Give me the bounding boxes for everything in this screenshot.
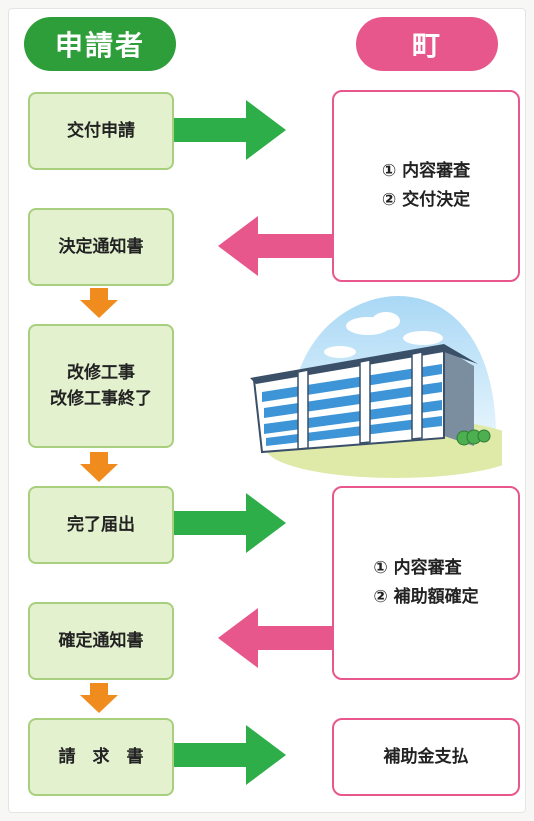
town-subsidy-payment: 補助金支払: [332, 718, 520, 796]
town-review-amount-confirmation: ① 内容審査 ② 補助額確定: [332, 486, 520, 680]
right-arrow-3: [174, 725, 286, 785]
left-arrow-1: [218, 216, 334, 276]
right-arrow-2: [174, 493, 286, 553]
down-arrow-2: [80, 452, 118, 482]
town-header: 町: [356, 17, 498, 71]
step-invoice: 請 求 書: [28, 718, 174, 796]
down-arrow-3: [80, 683, 118, 713]
step-renovation-work: 改修工事 改修工事終了: [28, 324, 174, 448]
right-arrow-1: [174, 100, 286, 160]
step-grant-application: 交付申請: [28, 92, 174, 170]
step-confirmation-notice: 確定通知書: [28, 602, 174, 680]
step-completion-report: 完了届出: [28, 486, 174, 564]
town-review-grant-decision: ① 内容審査 ② 交付決定: [332, 90, 520, 282]
step-decision-notice: 決定通知書: [28, 208, 174, 286]
down-arrow-1: [80, 288, 118, 318]
left-arrow-2: [218, 608, 334, 668]
applicant-header: 申請者: [24, 17, 176, 71]
building-illustration: [250, 296, 502, 478]
